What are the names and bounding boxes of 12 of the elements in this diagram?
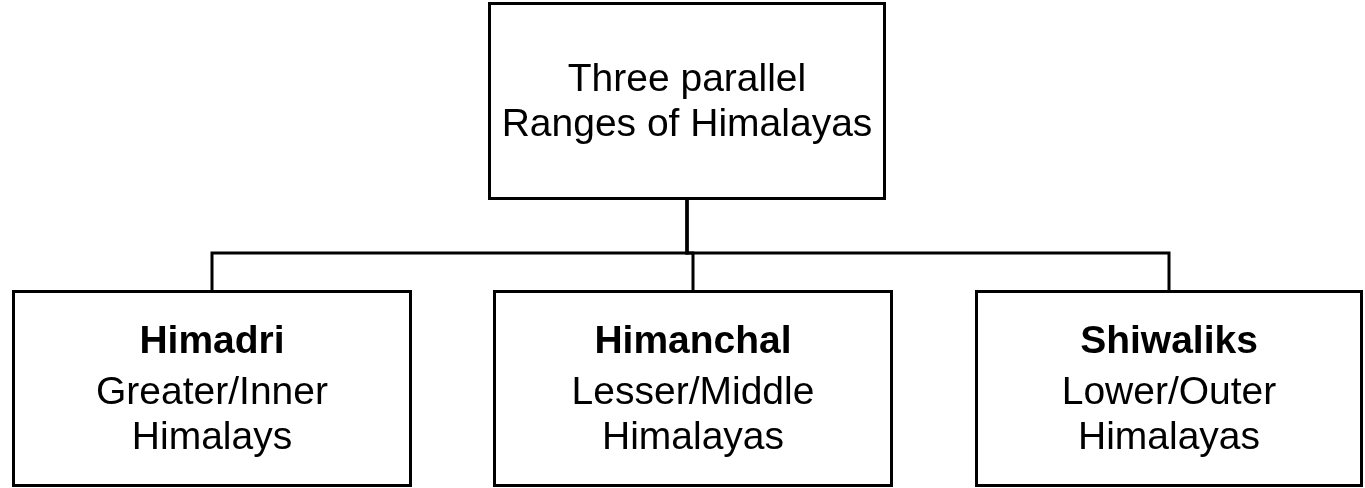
range-box: [975, 290, 1363, 487]
range-name: Himanchal: [594, 318, 792, 364]
range-description: Lesser/Middle Himalayas: [570, 369, 816, 459]
range-description: Lower/Outer Himalayas: [1060, 369, 1278, 459]
range-box: [493, 290, 893, 487]
range-box: [12, 290, 412, 487]
range-name: Himadri: [139, 318, 285, 364]
range-name: Shiwaliks: [1080, 318, 1258, 364]
range-box: [488, 2, 886, 200]
range-description: Greater/Inner Himalays: [95, 369, 329, 459]
title-text: Three parallel Ranges of Himalayas: [500, 56, 874, 146]
connector-line: [685, 200, 1171, 290]
